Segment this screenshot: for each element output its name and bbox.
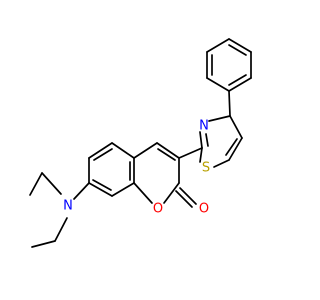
structure-canvas: N N S O O <box>29 38 252 248</box>
linker-bond <box>178 147 203 159</box>
ethyl-bond <box>29 172 43 196</box>
lactone-ring-oxygen-label: O <box>153 202 163 217</box>
amine-nitrogen-label: N <box>63 199 73 214</box>
ring-bond <box>133 182 153 204</box>
phenyl-bond <box>228 38 252 53</box>
thiazole-bond <box>199 131 203 149</box>
thiazole-double-bond-inner <box>225 138 238 156</box>
ethyl-bond <box>54 217 68 242</box>
molecule-structure: N N S O O <box>29 38 252 248</box>
aromatic-bond <box>88 182 113 197</box>
carbonyl-oxygen-label: O <box>199 202 209 217</box>
aromatic-bond <box>111 142 135 159</box>
aromatic-bond-inner <box>92 179 112 191</box>
carbonyl-bond <box>179 187 197 205</box>
ring-bond <box>163 182 180 204</box>
aromatic-bond-inner <box>93 148 113 161</box>
phenyl-bond <box>228 77 252 92</box>
phenyl-bond <box>206 77 230 92</box>
aromatic-bond <box>88 142 113 159</box>
phenyl-bond-inner <box>228 74 247 86</box>
thiazole-sulfur-label: S <box>202 161 210 176</box>
ring-bond <box>133 142 158 159</box>
phenyl-bond <box>206 38 230 53</box>
carbonyl-bond <box>175 190 193 208</box>
amine-aryl-bond <box>73 182 90 200</box>
thiazole-bond <box>199 147 203 163</box>
ring-double-bond-inner <box>157 148 176 161</box>
atom-layer: N N S O O <box>63 119 210 217</box>
aromatic-bond <box>111 182 135 197</box>
ethyl-bond <box>41 172 62 195</box>
ring-bond <box>156 142 180 159</box>
ethyl-bond <box>31 240 56 248</box>
thiazole-bond <box>228 137 243 161</box>
thiazole-double-bond-inner <box>205 133 209 147</box>
thiazole-bond <box>213 159 230 168</box>
biaryl-bond <box>228 90 231 117</box>
thiazole-nitrogen-label: N <box>199 119 209 134</box>
phenyl-bond-inner <box>228 44 247 56</box>
thiazole-bond <box>229 115 243 139</box>
thiazole-bond <box>208 115 231 122</box>
bond-layer <box>29 38 252 248</box>
